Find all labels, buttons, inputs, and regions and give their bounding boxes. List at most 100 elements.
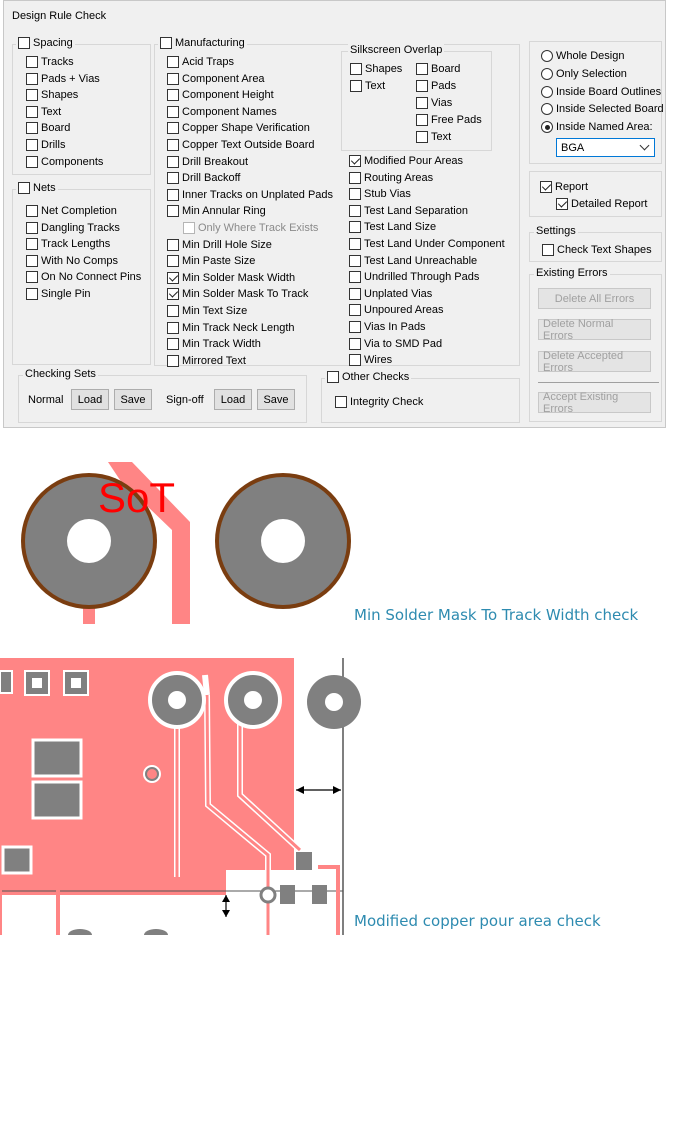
mfg-drill-backoff-option[interactable]: Drill Backoff [167,171,240,185]
mfg-test-land-size-checkbox[interactable] [349,221,361,234]
silk-text-6-checkbox[interactable] [416,131,428,143]
other-checks-checkbox[interactable] [327,371,339,383]
mfg-copper-shape-verification-option[interactable]: Copper Shape Verification [167,121,310,135]
mfg-min-track-neck-length-option[interactable]: Min Track Neck Length [167,321,295,335]
nets-net-completion-option[interactable]: Net Completion [26,204,117,218]
silk-text-6-option[interactable]: Text [416,130,451,144]
mfg-test-land-size-option[interactable]: Test Land Size [349,220,436,234]
signoff-load-button[interactable]: Load [214,389,252,410]
delete-all-errors-button[interactable]: Delete All Errors [538,288,651,309]
silk-text-1-checkbox[interactable] [350,80,362,92]
mfg-drill-breakout-option[interactable]: Drill Breakout [167,155,248,169]
mfg-min-drill-hole-size-option[interactable]: Min Drill Hole Size [167,238,272,252]
mfg-drill-backoff-checkbox[interactable] [167,172,179,185]
nets-track-lengths-option[interactable]: Track Lengths [26,237,110,251]
nets-single-pin-checkbox[interactable] [26,288,38,300]
mfg-unpoured-areas-option[interactable]: Unpoured Areas [349,303,444,317]
detailed-report-checkbox[interactable] [556,198,568,210]
mfg-via-to-smd-pad-option[interactable]: Via to SMD Pad [349,337,442,351]
mfg-modified-pour-areas-checkbox[interactable] [349,155,361,167]
mfg-component-height-checkbox[interactable] [167,89,179,102]
mfg-min-annular-ring-checkbox[interactable] [167,205,179,218]
report-checkbox[interactable] [540,181,552,193]
mfg-acid-traps-option[interactable]: Acid Traps [167,55,234,69]
mfg-component-names-option[interactable]: Component Names [167,105,277,119]
mfg-unplated-vias-checkbox[interactable] [349,287,361,300]
scope-inside-selected-board-radio[interactable] [541,103,553,116]
scope-inside-board-outlines-option[interactable]: Inside Board Outlines [541,85,661,99]
scope-inside-named-area-option[interactable]: Inside Named Area: [541,120,653,134]
nets-on-no-connect-pins-checkbox[interactable] [26,271,38,284]
silk-pads-3-checkbox[interactable] [416,80,428,92]
spacing-tracks-option[interactable]: Tracks [26,55,74,69]
mfg-undrilled-through-pads-checkbox[interactable] [349,271,361,284]
spacing-components-option[interactable]: Components [26,155,103,169]
delete-normal-errors-button[interactable]: Delete Normal Errors [538,318,651,342]
nets-with-no-comps-checkbox[interactable] [26,254,38,267]
detailed-report-option[interactable]: Detailed Report [556,197,647,211]
normal-load-button[interactable]: Load [71,389,109,410]
silk-board-2-checkbox[interactable] [416,63,428,75]
spacing-pads-vias-checkbox[interactable] [26,72,38,85]
scope-only-selection-radio[interactable] [541,67,553,80]
spacing-checkbox[interactable] [18,37,30,49]
integrity-check-checkbox[interactable] [335,396,347,408]
silk-vias-4-checkbox[interactable] [416,97,428,109]
integrity-check-option[interactable]: Integrity Check [335,395,423,409]
mfg-stub-vias-checkbox[interactable] [349,188,361,201]
mfg-wires-option[interactable]: Wires [349,353,392,367]
scope-inside-named-area-radio[interactable] [541,121,553,134]
silk-text-1-option[interactable]: Text [350,79,385,93]
mfg-min-drill-hole-size-checkbox[interactable] [167,238,179,251]
nets-single-pin-option[interactable]: Single Pin [26,287,91,301]
mfg-unpoured-areas-checkbox[interactable] [349,304,361,317]
report-option[interactable]: Report [540,180,588,194]
nets-with-no-comps-option[interactable]: With No Comps [26,254,118,268]
nets-dangling-tracks-checkbox[interactable] [26,221,38,234]
silk-free-pads-5-checkbox[interactable] [416,114,428,126]
mfg-test-land-separation-option[interactable]: Test Land Separation [349,204,468,218]
mfg-stub-vias-option[interactable]: Stub Vias [349,187,411,201]
mfg-unplated-vias-option[interactable]: Unplated Vias [349,287,432,301]
mfg-min-annular-ring-option[interactable]: Min Annular Ring [167,204,266,218]
mfg-min-solder-mask-width-checkbox[interactable] [167,271,179,284]
mfg-routing-areas-option[interactable]: Routing Areas [349,171,433,185]
spacing-pads-vias-option[interactable]: Pads + Vias [26,72,100,86]
scope-whole-design-radio[interactable] [541,50,553,62]
spacing-board-checkbox[interactable] [26,122,38,135]
mfg-test-land-under-component-checkbox[interactable] [349,238,361,250]
mfg-inner-tracks-on-unplated-pads-option[interactable]: Inner Tracks on Unplated Pads [167,188,333,202]
spacing-board-option[interactable]: Board [26,121,70,135]
mfg-min-solder-mask-to-track-option[interactable]: Min Solder Mask To Track [167,287,308,301]
accept-existing-errors-button[interactable]: Accept Existing Errors [538,391,651,415]
scope-inside-board-outlines-radio[interactable] [541,85,553,98]
mfg-routing-areas-checkbox[interactable] [349,171,361,184]
silk-vias-4-option[interactable]: Vias [416,96,452,110]
check-text-shapes-checkbox[interactable] [542,244,554,256]
spacing-text-option[interactable]: Text [26,105,61,119]
silk-shapes-0-option[interactable]: Shapes [350,62,402,76]
nets-track-lengths-checkbox[interactable] [26,238,38,251]
mfg-component-names-checkbox[interactable] [167,105,179,118]
mfg-min-text-size-checkbox[interactable] [167,305,179,317]
mfg-test-land-unreachable-checkbox[interactable] [349,254,361,267]
nets-on-no-connect-pins-option[interactable]: On No Connect Pins [26,270,141,284]
silk-free-pads-5-option[interactable]: Free Pads [416,113,482,127]
spacing-toggle[interactable]: Spacing [16,37,75,49]
mfg-mirrored-text-checkbox[interactable] [167,354,179,367]
mfg-min-text-size-option[interactable]: Min Text Size [167,304,247,318]
silk-shapes-0-checkbox[interactable] [350,63,362,75]
mfg-min-track-width-checkbox[interactable] [167,338,179,351]
mfg-min-solder-mask-width-option[interactable]: Min Solder Mask Width [167,271,295,285]
mfg-min-paste-size-option[interactable]: Min Paste Size [167,254,255,268]
nets-checkbox[interactable] [18,182,30,194]
mfg-copper-text-outside-board-checkbox[interactable] [167,139,179,151]
named-area-select[interactable]: BGA [556,138,655,157]
spacing-drills-checkbox[interactable] [26,139,38,151]
mfg-mirrored-text-option[interactable]: Mirrored Text [167,354,246,368]
silk-pads-3-option[interactable]: Pads [416,79,456,93]
spacing-shapes-option[interactable]: Shapes [26,88,78,102]
mfg-only-where-track-exists-option[interactable]: Only Where Track Exists [183,221,318,235]
nets-toggle[interactable]: Nets [16,182,58,194]
mfg-drill-breakout-checkbox[interactable] [167,155,179,168]
